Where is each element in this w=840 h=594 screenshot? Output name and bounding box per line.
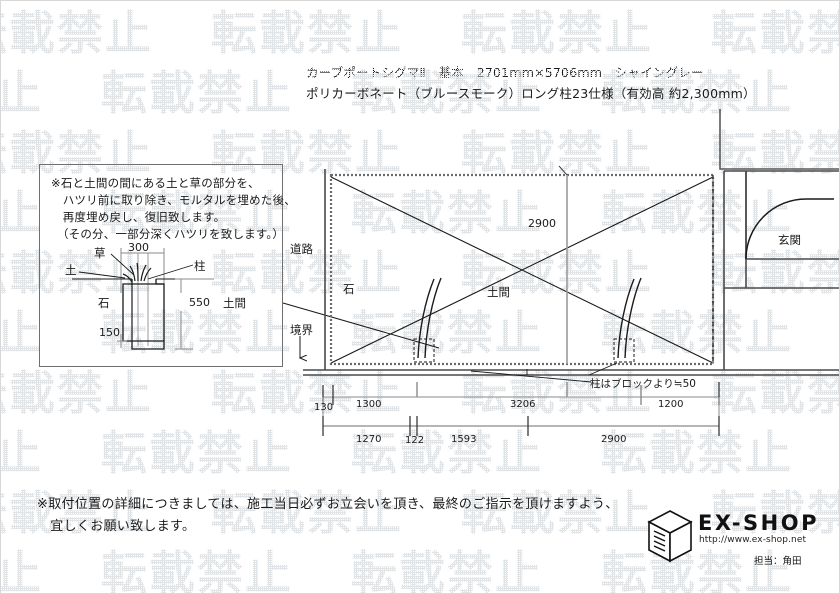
- dim-upper-seg-1: 1300: [356, 399, 382, 410]
- site-plan-drawing: [300, 109, 839, 383]
- detail-dim-depth: 550: [189, 296, 210, 309]
- entrance-door-swing-icon: [745, 198, 807, 260]
- dim-lower-seg-1: 122: [405, 435, 425, 446]
- carport-column-left: [417, 277, 442, 359]
- dim-lower-seg-2: 1593: [451, 434, 477, 445]
- dim-lower-seg-0: 1270: [356, 434, 382, 445]
- detail-label-stone: 石: [98, 296, 110, 310]
- site-label-stone: 石: [343, 282, 355, 296]
- house-outline-top: [719, 109, 839, 170]
- detail-note-2: ハツリ前に取り除き、モルタルを埋めた後、: [51, 193, 296, 207]
- post-offset-note: 柱はブロックより≒50: [590, 378, 696, 390]
- dim-lower-seg-3: 2900: [601, 434, 627, 445]
- footer-line-2: 宜しくお願い致します。: [37, 519, 196, 534]
- detail-dim-footing: 150: [99, 326, 120, 339]
- detail-note-3: 再度埋め戻し、復旧致します。: [51, 210, 226, 224]
- detail-label-doma: 土間: [223, 296, 246, 310]
- post-footprint-left: [413, 338, 435, 363]
- ex-shop-logo: EX-SHOP http://www.ex-shop.net 担当：角田: [646, 509, 836, 571]
- site-label-boundary: 境界: [290, 323, 313, 337]
- title-line-2: ポリカーボネート（ブルースモーク）ロング柱23仕様（有効高 約2,300mm）: [306, 86, 756, 101]
- cube-logo-icon: [647, 510, 693, 563]
- detail-note-1: ※石と土間の間にある土と草の部分を、: [51, 176, 260, 190]
- detail-label-grass: 草: [94, 246, 106, 260]
- entrance-area: [723, 170, 839, 289]
- footer-line-1: ※取付位置の詳細につきましては、施工当日必ずお立会いを頂き、最終のご指示を頂けま…: [37, 497, 619, 512]
- detail-note-4: （その分、一部分深くハツリを致します。）: [51, 227, 285, 241]
- site-label-entrance: 玄関: [778, 233, 801, 247]
- logo-url: http://www.ex-shop.net: [699, 535, 807, 545]
- dim-upper-seg-3: 1200: [658, 399, 684, 410]
- logo-wordmark: EX-SHOP: [698, 511, 819, 535]
- post-footprint-right: [613, 338, 635, 363]
- site-depth-dimension: 2900: [528, 217, 556, 230]
- post-note-leader-1: [470, 370, 592, 383]
- detail-dim-width: 300: [128, 241, 149, 254]
- logo-staff: 担当：角田: [754, 556, 802, 567]
- detail-label-soil: 土: [65, 263, 77, 277]
- detail-label-post: 柱: [194, 259, 206, 273]
- dim-upper-seg-2: 3206: [510, 399, 536, 410]
- site-label-road: 道路: [290, 242, 313, 256]
- dim-upper-seg-0: 130: [314, 402, 334, 413]
- site-label-doma: 土間: [487, 285, 510, 299]
